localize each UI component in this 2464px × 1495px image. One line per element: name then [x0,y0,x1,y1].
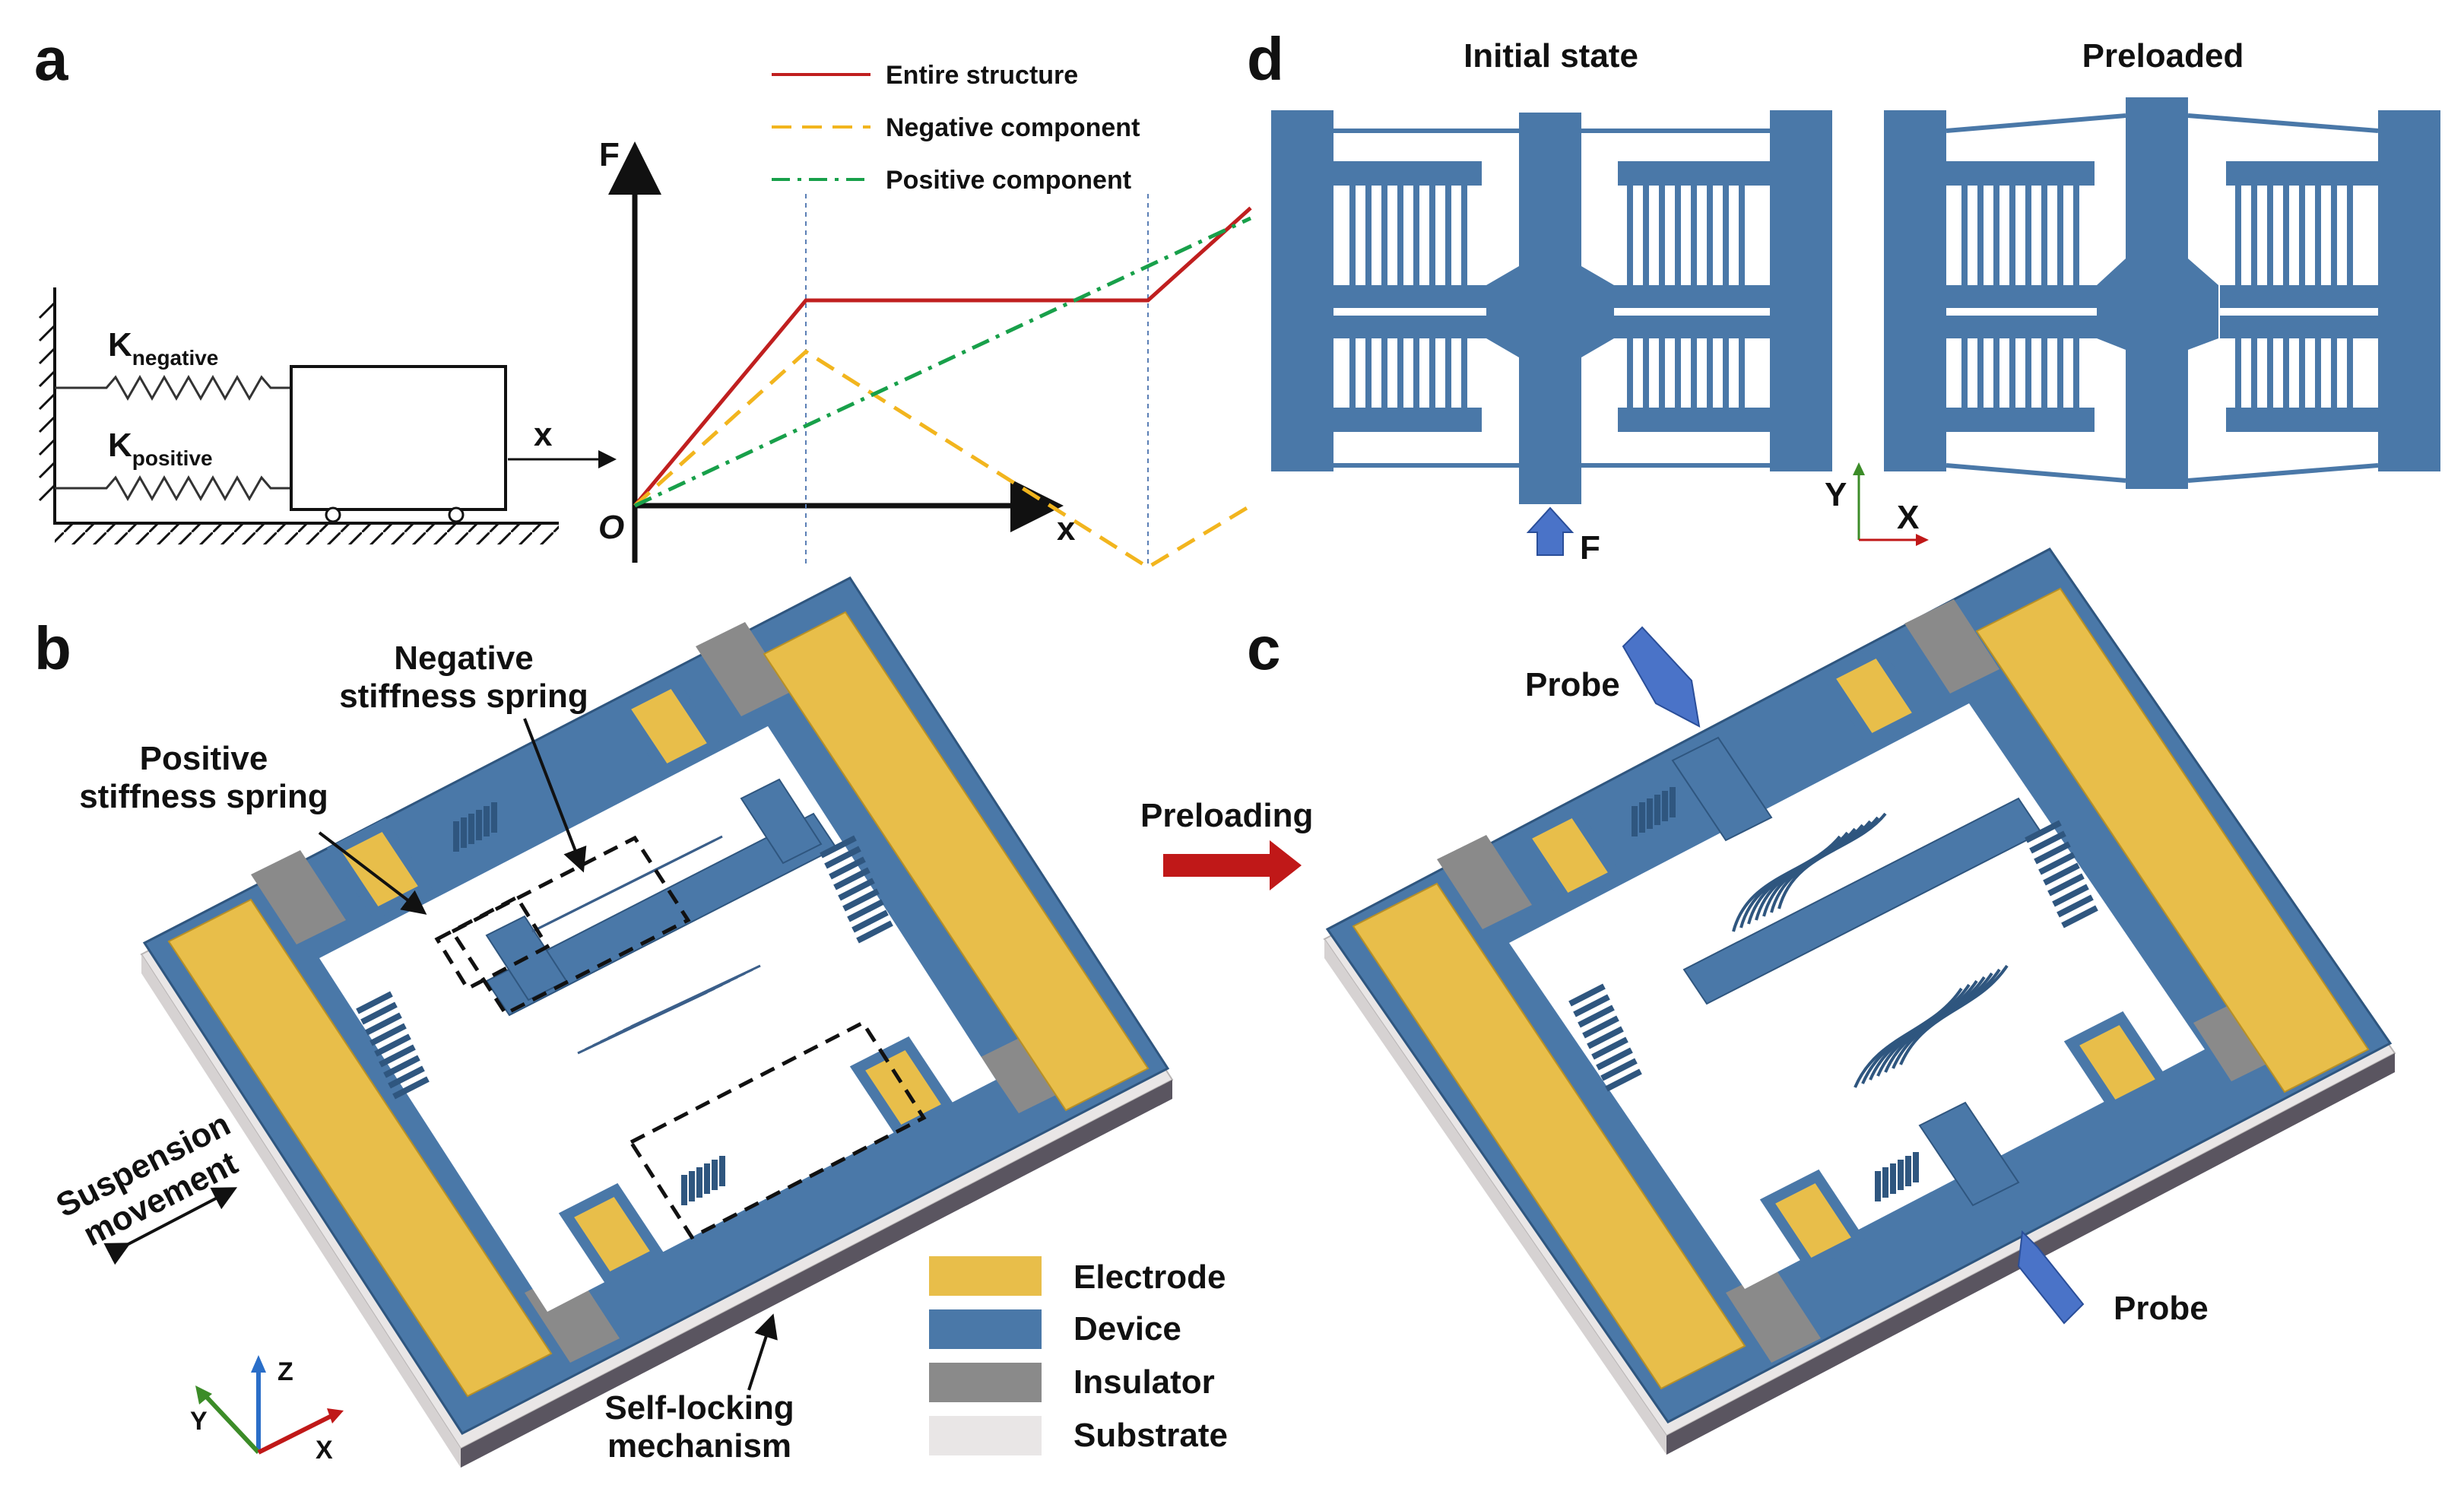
shuttle-center [1519,113,1581,504]
legend-swatch-insulator [929,1363,1042,1402]
label-negative-spring-l2: stiffness spring [339,678,588,715]
negative-spring [55,374,291,402]
legend-label-insulator: Insulator [1073,1363,1215,1401]
mass-block [290,365,507,511]
force-label: F [1580,529,1600,567]
chart-series-1 [633,349,1252,570]
probe-bottom [2017,1230,2085,1325]
axis-y-label-b: Y [190,1407,208,1436]
axis-y-label-d: Y [1825,476,1847,513]
xy-axes-d: Y X [1825,462,1929,546]
preloading-transition: Preloading [1140,797,1313,890]
label-suspension: Suspension movement [50,1106,243,1254]
panel-d: d Initial state Preloaded F [1247,25,2440,567]
legend-swatch-device [929,1309,1042,1349]
force-arrow [1526,506,1574,556]
chart-series-0 [633,206,1252,507]
legend-swatch-substrate [929,1416,1042,1455]
arrow-positive-spring [318,831,427,915]
k-negative-label: Knegative [108,326,218,370]
preloading-arrow [1163,840,1302,890]
electrode-right-c [1975,587,2370,1093]
legend-label-substrate: Substrate [1073,1417,1228,1454]
legend-label-electrode: Electrode [1073,1259,1226,1296]
panel-c-letter: c [1247,614,1281,682]
probe-top-label: Probe [1525,666,1620,703]
probe-bottom-label: Probe [2114,1290,2209,1327]
anchor-left [1271,110,1333,471]
chart-legend: Entire structure Negative component Posi… [772,61,1140,195]
axis-x-label-b: X [316,1436,333,1465]
electrode-right-b [763,611,1150,1112]
electrode-left-c [1352,882,1746,1390]
force-displacement-chart: O x F Entire structure Negative componen… [598,61,1252,570]
legend-label-entire: Entire structure [886,61,1078,90]
arrow-suspension [103,1187,238,1265]
label-negative-spring-l1: Negative [394,640,533,677]
chart-x-label: x [1057,510,1076,548]
legend-label-positive: Positive component [886,166,1131,195]
arrow-negative-spring [523,718,587,873]
structure-preloaded [1884,97,2440,489]
label-self-locking-l1: Self-locking [604,1389,794,1427]
axis-x-label-d: X [1897,499,1919,536]
structure-initial [1271,110,1832,504]
title-preloaded: Preloaded [2082,37,2244,75]
panel-b-letter: b [34,614,71,682]
xyz-axes-b: Z Y X [190,1355,344,1465]
axis-z-label-b: Z [277,1357,293,1386]
electrode-left-b [167,898,553,1398]
anchor-right [1770,110,1832,471]
label-self-locking-l2: mechanism [607,1427,791,1465]
panel-a: a Knegative Kpositive [34,25,1252,570]
label-positive-spring-l1: Positive [140,740,268,777]
fixed-wall [38,287,56,525]
displacement-label: x [534,416,553,453]
label-positive-spring-l2: stiffness spring [79,778,328,815]
positive-spring [55,475,291,502]
k-positive-label: Kpositive [108,427,213,470]
probe-top [1622,626,1701,728]
title-initial-state: Initial state [1463,37,1638,75]
chip-c [1323,548,2396,1455]
legend-label-negative: Negative component [886,113,1140,142]
wheel-left [325,506,341,523]
cavity-b [319,726,996,1312]
chip-b [140,576,1174,1468]
legend-swatch-electrode [929,1256,1042,1296]
ground [55,522,559,544]
arrow-self-locking [747,1313,778,1391]
panel-a-letter: a [34,25,68,93]
preloading-label: Preloading [1140,797,1313,834]
chart-y-label: F [599,136,620,173]
material-legend: Electrode Device Insulator Substrate [929,1256,1228,1455]
chart-origin-label: O [598,509,624,546]
panel-d-letter: d [1247,25,1284,93]
wheel-right [448,506,465,523]
panel-b: b [34,576,1228,1468]
legend-label-device: Device [1073,1310,1181,1347]
panel-c: c Probe Probe [1247,548,2396,1455]
chart-series-2 [633,216,1252,508]
